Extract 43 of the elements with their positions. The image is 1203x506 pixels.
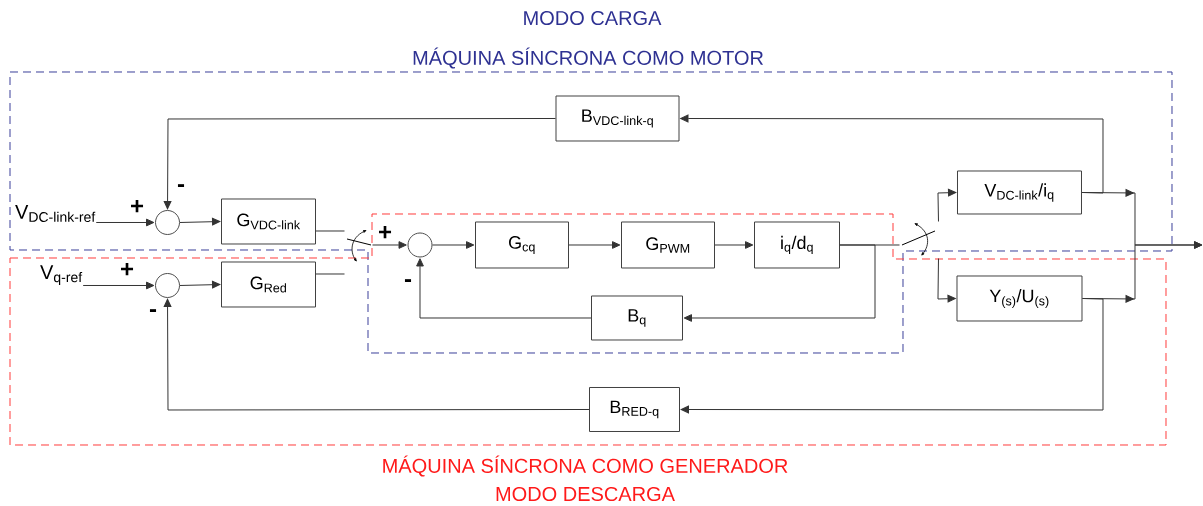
transfer-block: $\text{B}_{\text{RED-q}}$ bbox=[589, 387, 680, 432]
region-title: MÁQUINA SÍNCRONA COMO GENERADOR bbox=[383, 455, 788, 477]
signal-arrow bbox=[432, 241, 475, 249]
input-label: $\text{V}_{\text{q-ref}}$ bbox=[40, 265, 83, 285]
input-label: $\text{V}_{\text{DC-link-ref}}$ bbox=[15, 205, 96, 222]
summing-junction bbox=[155, 210, 180, 235]
signal-arrow bbox=[683, 244, 876, 322]
signal-arrow bbox=[372, 241, 407, 249]
transfer-block: $\text{Y}_{\text{(s)}}\text{/U}_{\text{(s)}}$ bbox=[956, 275, 1083, 322]
signal-arrow bbox=[937, 258, 956, 303]
sign-label: - bbox=[177, 184, 185, 187]
region-title: MODO DESCARGA bbox=[496, 486, 675, 502]
signal-arrow bbox=[937, 188, 957, 222]
mode-region bbox=[9, 10, 1173, 354]
signal-arrow bbox=[95, 218, 155, 227]
summing-junction bbox=[155, 273, 180, 298]
signal-arrow bbox=[680, 114, 1104, 194]
signal-arrow bbox=[82, 281, 155, 290]
sign-label: - bbox=[149, 309, 157, 312]
sign-label: + bbox=[379, 225, 392, 239]
region-title: MODO CARGA bbox=[524, 10, 662, 26]
transfer-block: $\text{i}_{\text{q}}\text{/d}_{\text{q}}$ bbox=[754, 221, 840, 269]
sign-label: - bbox=[404, 279, 412, 282]
signal-arrow bbox=[179, 217, 221, 226]
signal-arrow bbox=[1082, 241, 1203, 303]
transfer-block: $\text{G}_{\text{Red}}$ bbox=[221, 261, 316, 308]
transfer-block: $\text{B}_{\text{q}}$ bbox=[591, 295, 683, 341]
region-title: MÁQUINA SÍNCRONA COMO MOTOR bbox=[413, 47, 763, 69]
transfer-block: $\text{G}_{\text{PWM}}$ bbox=[621, 221, 715, 269]
sign-label: + bbox=[131, 199, 144, 213]
transfer-block: $\text{G}_{\text{cq}}$ bbox=[475, 221, 569, 269]
sign-label: + bbox=[121, 262, 134, 276]
transfer-block: $\text{B}_{\text{VDC-link-q}}$ bbox=[555, 95, 680, 142]
signal-arrow bbox=[416, 258, 592, 319]
transfer-block: $\text{G}_{\text{VDC-link}}$ bbox=[221, 198, 316, 245]
signal-arrow bbox=[714, 241, 754, 249]
signal-arrow bbox=[568, 241, 621, 249]
summing-junction bbox=[407, 232, 433, 258]
transfer-block: $\text{V}_{\text{DC-link}}\text{/i}_{\text{q}}$ bbox=[957, 170, 1082, 215]
signal-arrow bbox=[163, 118, 556, 210]
signal-arrow bbox=[680, 298, 1104, 414]
signal-arrow bbox=[163, 298, 590, 411]
signal-arrow bbox=[179, 280, 221, 289]
